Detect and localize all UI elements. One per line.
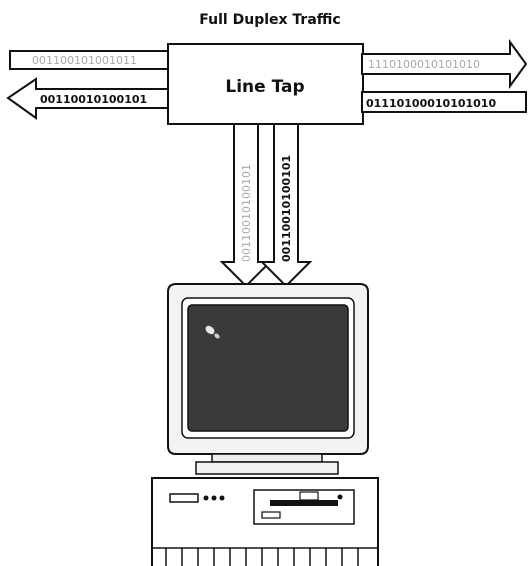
- monitor-screen: [188, 305, 348, 431]
- down-light-bits: 00110010100101: [240, 164, 253, 262]
- drive-slot: [170, 494, 198, 502]
- right-outgoing-arrow: 1110100010101010: [362, 42, 526, 86]
- monitor-stand: [196, 454, 338, 474]
- left-outgoing-arrow: 00110010100101: [8, 79, 172, 118]
- down-arrow-dark: 00110010100101: [262, 124, 310, 286]
- right-outgoing-bits: 1110100010101010: [368, 58, 480, 71]
- line-tap-box: Line Tap: [168, 44, 363, 124]
- diagram-title: Full Duplex Traffic: [199, 12, 340, 28]
- left-incoming-arrow: 001100101001011: [10, 51, 172, 69]
- left-incoming-bits: 001100101001011: [32, 54, 137, 67]
- left-outgoing-bits: 00110010100101: [40, 93, 147, 106]
- computer-monitor: [168, 284, 368, 454]
- right-incoming-bits: 01110100010101010: [366, 97, 496, 110]
- down-dark-bits: 00110010100101: [280, 155, 293, 262]
- right-incoming-arrow: 01110100010101010: [362, 92, 526, 112]
- computer-case: [152, 478, 378, 566]
- line-tap-label: Line Tap: [225, 77, 304, 97]
